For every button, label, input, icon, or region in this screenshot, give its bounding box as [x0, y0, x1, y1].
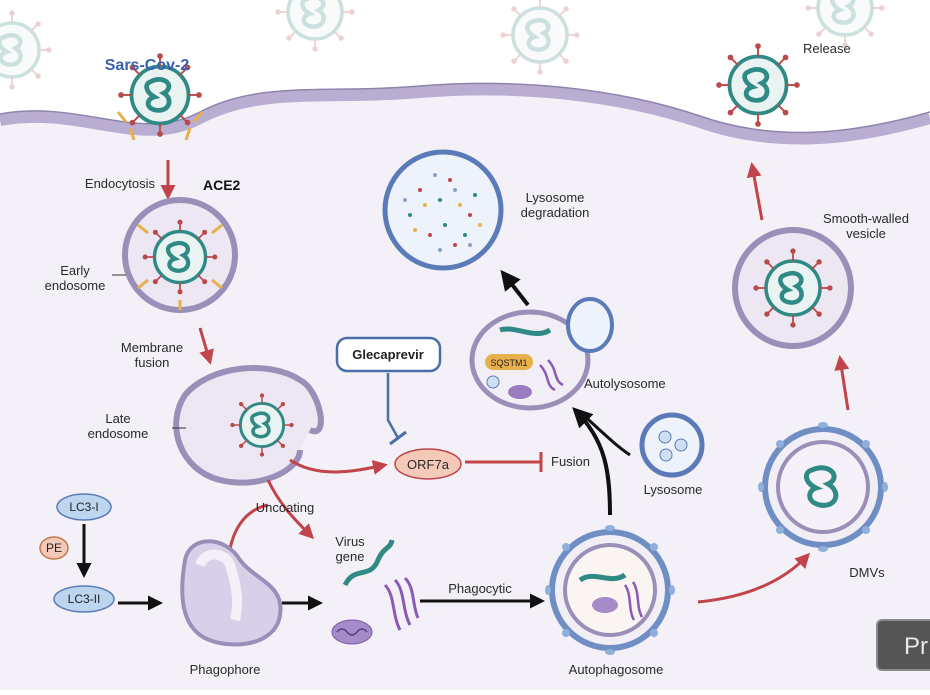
lysosome-degradation: [382, 149, 504, 271]
virus-release: [716, 43, 800, 127]
lysosome: [639, 412, 705, 478]
release-label: Release: [803, 41, 851, 56]
arrow-to-dmvs: [697, 552, 811, 604]
ace2-label: ACE2: [203, 177, 241, 193]
late-endosome-label-2: endosome: [88, 426, 149, 441]
virus-gene-cargo: [331, 539, 420, 645]
virus-gene-label-2: gene: [336, 549, 365, 564]
lc3-1-pill: [56, 493, 112, 521]
phagophore: [180, 539, 283, 647]
lc3-1-label: LC3-I: [69, 500, 98, 514]
autolysosome: [469, 297, 614, 411]
autolysosome-label: Autolysosome: [584, 376, 666, 391]
late-endosome: [173, 365, 324, 486]
lysosome-degradation-label-2: degradation: [521, 205, 590, 220]
arrow-to-release: [746, 162, 764, 221]
orf7a-label: ORF7a: [407, 457, 450, 472]
virus-entering: [118, 53, 202, 141]
cell-membrane: [0, 83, 930, 145]
pe-label: PE: [46, 541, 62, 555]
uncoating-label: Uncoating: [256, 500, 315, 515]
dmvs: [758, 422, 888, 552]
arrow-to-orf7a: [289, 458, 388, 475]
late-endosome-label-1: Late: [105, 411, 130, 426]
arrow-to-degradation: [500, 269, 530, 307]
phagophore-label: Phagophore: [190, 662, 261, 677]
virus-gene-label-1: Virus: [335, 534, 365, 549]
membrane-fusion-label-2: fusion: [135, 355, 170, 370]
autophagosome-label: Autophagosome: [569, 662, 664, 677]
membrane-fusion-arrow: [198, 327, 214, 365]
fusion-label: Fusion: [551, 454, 590, 469]
lysosome-degradation-label-1: Lysosome: [526, 190, 585, 205]
orf7a-pill: [394, 448, 462, 480]
smooth-walled-label-1: Smooth-walled: [823, 211, 909, 226]
glecaprevir-inhibit-line: [386, 373, 400, 439]
pe-pill: [39, 536, 69, 560]
early-endosome: [122, 197, 238, 313]
dmvs-label: DMVs: [849, 565, 885, 580]
sqstm1-label: SQSTM1: [490, 358, 527, 368]
early-endosome-label-1: Early: [60, 263, 90, 278]
phagocytic-label: Phagocytic: [448, 581, 512, 596]
lc3-2-pill: [53, 585, 115, 613]
membrane-fusion-label-1: Membrane: [121, 340, 183, 355]
glecaprevir-label: Glecaprevir: [352, 347, 424, 362]
present-button[interactable]: Pr: [876, 619, 930, 671]
glecaprevir-box: [335, 336, 442, 373]
arrow-to-virus-gene: [266, 479, 315, 540]
autophagosome: [545, 525, 675, 655]
lc3-2-label: LC3-II: [68, 592, 101, 606]
endocytosis-label: Endocytosis: [85, 176, 156, 191]
arrow-to-vesicle: [834, 355, 850, 411]
lysosome-label: Lysosome: [644, 482, 703, 497]
smooth-walled-label-2: vesicle: [846, 226, 886, 241]
early-endosome-label-2: endosome: [45, 278, 106, 293]
smooth-walled-vesicle: [732, 227, 854, 349]
virus-label: Sars-Cov-2: [105, 57, 190, 74]
arrow-to-autolysosome: [572, 407, 612, 516]
